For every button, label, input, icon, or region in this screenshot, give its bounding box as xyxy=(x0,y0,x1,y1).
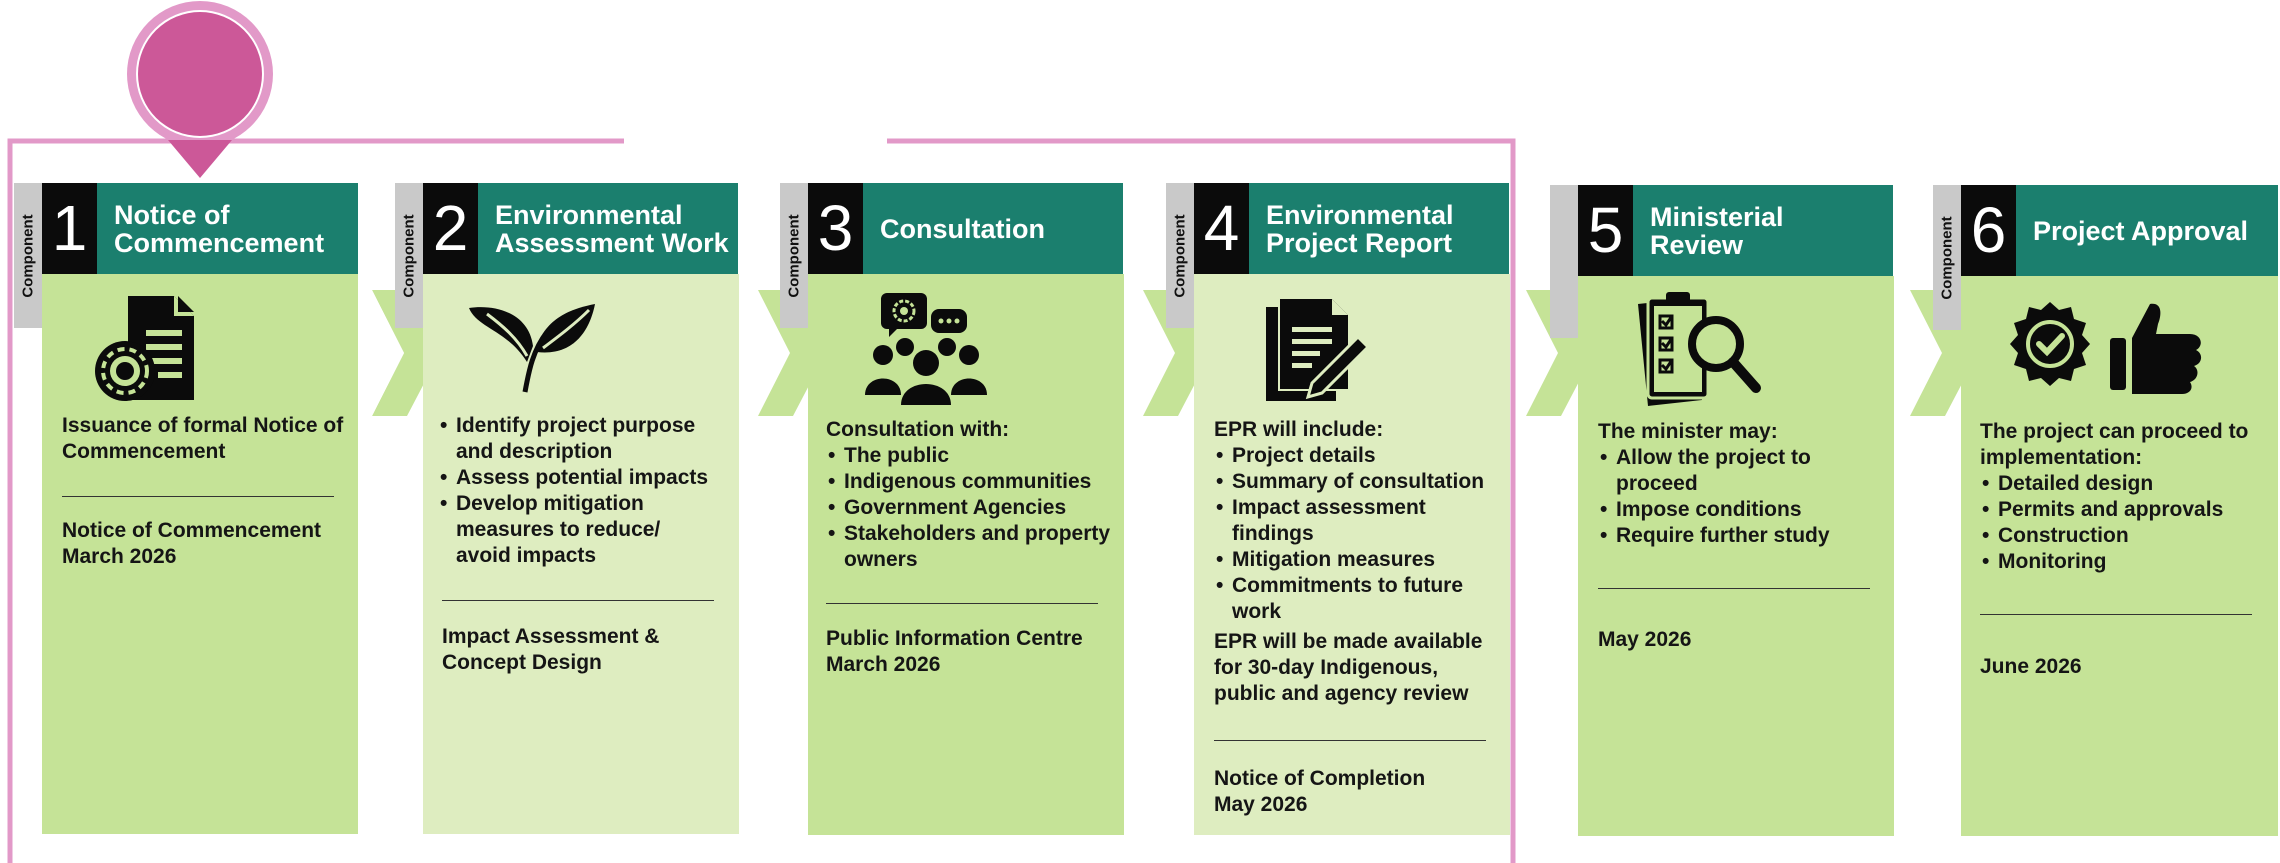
divider xyxy=(1980,614,2252,615)
component-label: Component xyxy=(395,183,423,328)
component-label: Component xyxy=(14,183,42,328)
divider xyxy=(442,600,714,601)
component-description: Consultation with: The public Indigenous… xyxy=(826,417,1116,573)
component-number: 3 xyxy=(808,183,863,274)
component-label xyxy=(1550,185,1578,338)
leaves-icon xyxy=(469,304,595,393)
component-description: Issuance of formal Notice of Commencemen… xyxy=(62,414,344,463)
component-description: EPR will include: Project details Summar… xyxy=(1214,417,1504,707)
component-label: Component xyxy=(780,183,808,328)
component-number: 2 xyxy=(423,183,478,274)
divider xyxy=(1214,740,1486,741)
component-title: Consultation xyxy=(863,183,1123,274)
component-number: 5 xyxy=(1578,185,1633,276)
component-description: The project can proceed to implementatio… xyxy=(1980,419,2270,575)
component-milestone: June 2026 xyxy=(1980,655,2082,678)
component-number: 6 xyxy=(1961,185,2016,276)
component-description: The minister may: Allow the project to p… xyxy=(1598,419,1888,549)
divider xyxy=(62,496,334,497)
component-label: Component xyxy=(1933,185,1961,330)
component-number: 1 xyxy=(42,183,97,274)
component-bullets: Identify project purpose and description… xyxy=(438,413,718,569)
component-milestone: Impact Assessment &Concept Design xyxy=(442,625,660,674)
component-number: 4 xyxy=(1194,183,1249,274)
component-label: Component xyxy=(1166,183,1194,328)
checklist-magnifier-icon xyxy=(1638,292,1761,406)
component-title: Project Approval xyxy=(2016,185,2278,276)
badge-thumbs-up-icon xyxy=(2010,302,2202,394)
component-body xyxy=(42,274,358,834)
divider xyxy=(826,603,1098,604)
people-discussion-icon xyxy=(865,293,987,405)
document-gear-icon xyxy=(95,296,194,401)
divider xyxy=(1598,588,1870,589)
report-pen-icon xyxy=(1266,297,1371,401)
component-milestone: May 2026 xyxy=(1598,628,1692,651)
